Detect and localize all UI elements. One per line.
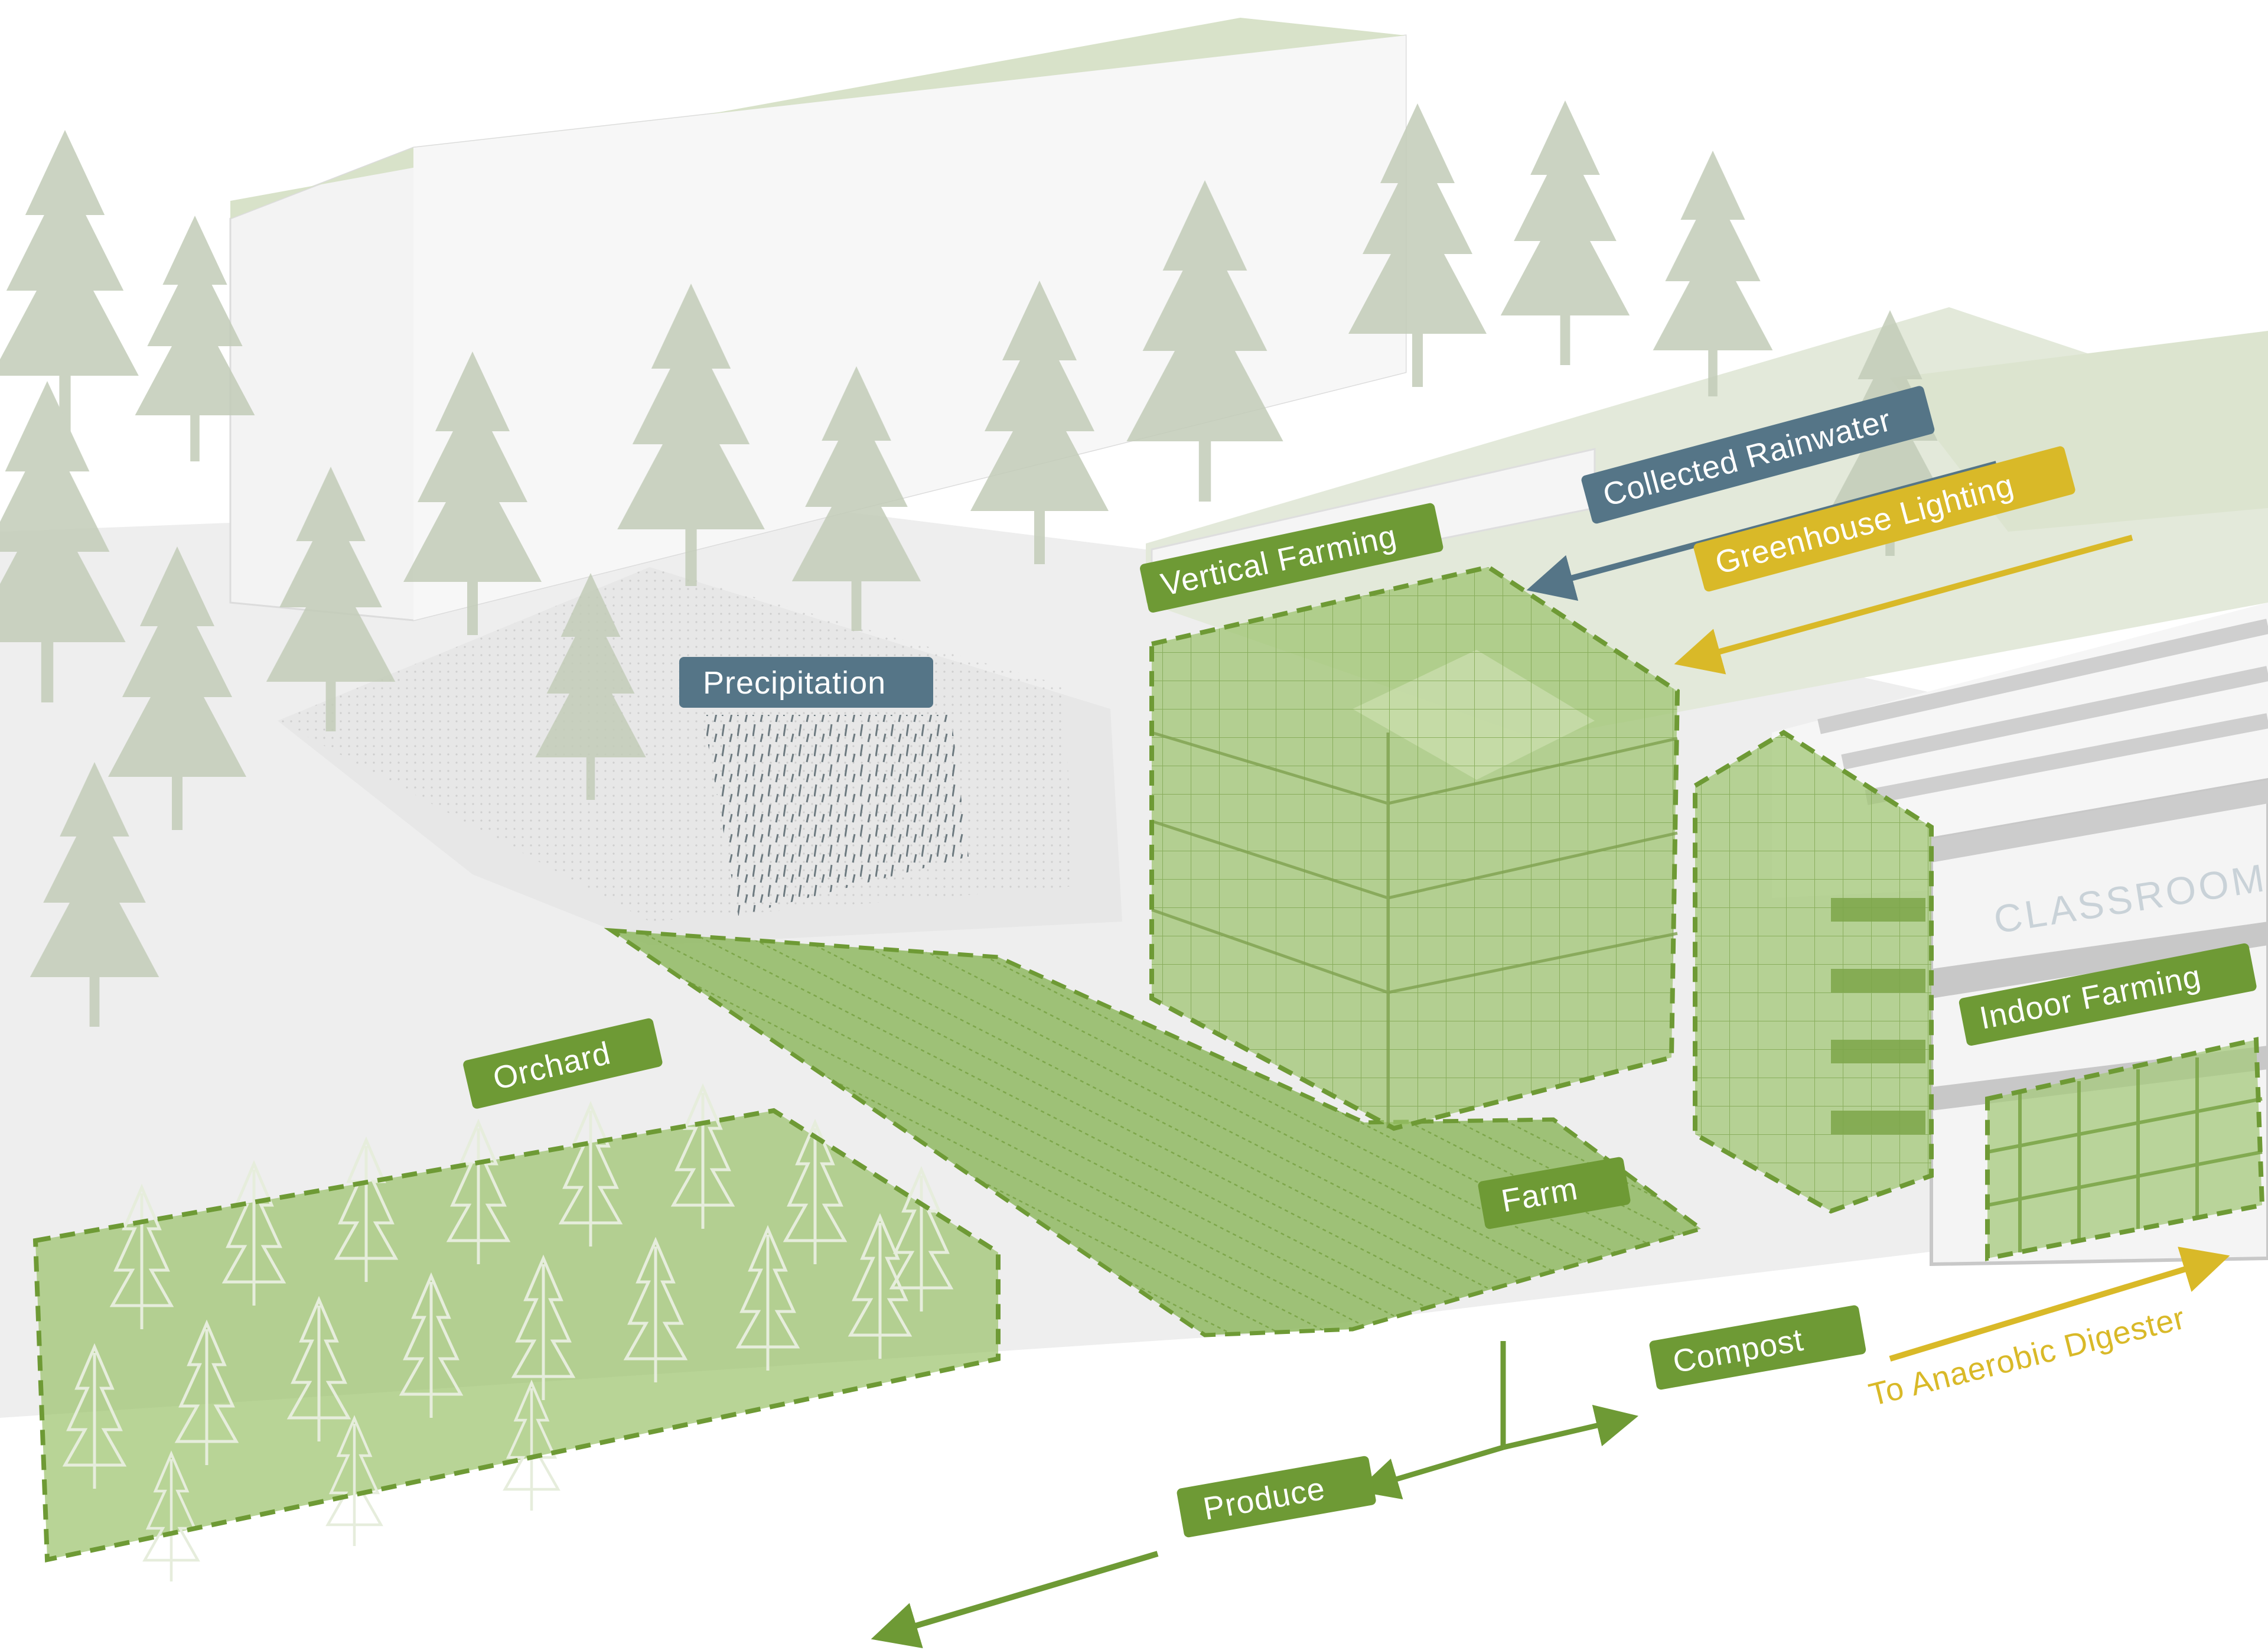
arrow-icon: [1356, 1444, 1504, 1500]
indoor-farming-zone: [1985, 1037, 2265, 1261]
label-compost: Compost: [1649, 1305, 1866, 1390]
arrow-icon: [871, 1551, 1159, 1649]
arrow-icon: [1502, 1404, 1639, 1450]
orchard-zone: [32, 1087, 1001, 1581]
label-farm: Farm: [1478, 1157, 1631, 1229]
vertical-farming-building: [1149, 564, 1680, 1131]
greenhouse-tower: [1693, 730, 1934, 1214]
farm-zone: [604, 927, 1706, 1337]
label-precipitation: Precipitation: [679, 657, 933, 708]
svg-text:Precipitation: Precipitation: [703, 665, 886, 701]
rain-icon: [703, 715, 969, 916]
arrow-icon: [1674, 535, 2133, 675]
arrow-icon: [1889, 1247, 2230, 1362]
